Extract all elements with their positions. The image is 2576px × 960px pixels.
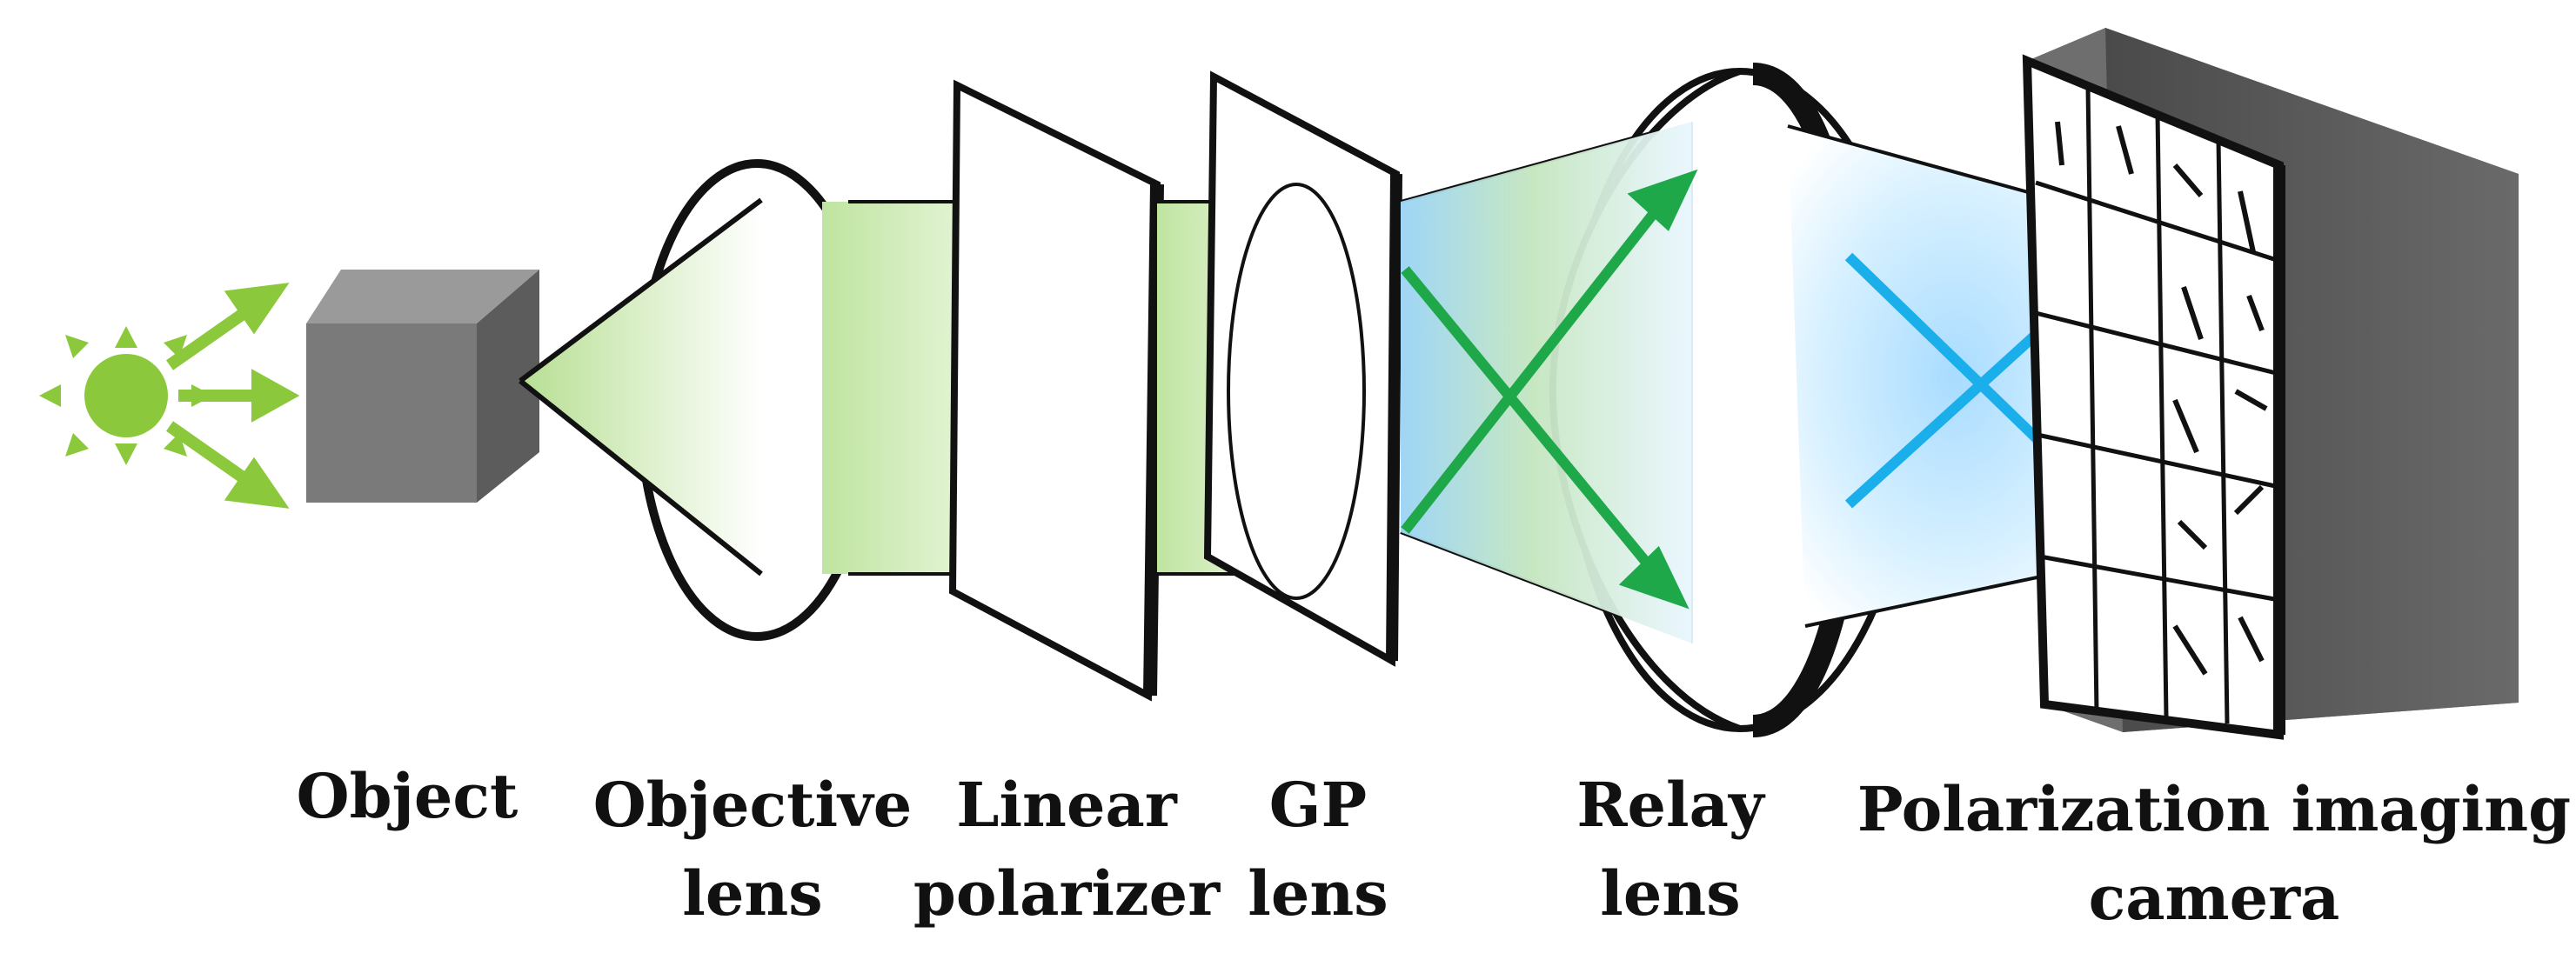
svg-text:Relay: Relay bbox=[1576, 769, 1766, 841]
camera-block-icon bbox=[2022, 28, 2519, 740]
svg-text:Linear: Linear bbox=[956, 769, 1178, 841]
svg-text:Objective: Objective bbox=[593, 769, 913, 841]
svg-text:camera: camera bbox=[2089, 862, 2340, 934]
svg-text:Polarization imaging: Polarization imaging bbox=[1857, 773, 2571, 845]
label-gp-lens: GP lens bbox=[1248, 769, 1388, 930]
svg-text:GP: GP bbox=[1269, 769, 1367, 841]
svg-text:lens: lens bbox=[682, 857, 822, 930]
svg-text:Object: Object bbox=[297, 760, 519, 832]
green-ray-arrows-overlay bbox=[1401, 169, 1698, 610]
svg-text:lens: lens bbox=[1600, 857, 1740, 930]
light-cone bbox=[520, 200, 761, 574]
cube-icon bbox=[306, 270, 539, 503]
label-object: Object bbox=[297, 760, 519, 832]
label-objective-lens: Objective lens bbox=[593, 769, 913, 930]
gp-lens bbox=[1203, 70, 1402, 667]
label-linear-polarizer: Linear polarizer bbox=[913, 769, 1221, 930]
svg-text:polarizer: polarizer bbox=[913, 857, 1221, 930]
svg-text:lens: lens bbox=[1248, 857, 1388, 930]
label-relay-lens: Relay lens bbox=[1576, 769, 1766, 930]
linear-polarizer bbox=[948, 79, 1164, 702]
label-polarization-camera: Polarization imaging camera bbox=[1857, 773, 2571, 934]
source-rays bbox=[165, 283, 300, 509]
